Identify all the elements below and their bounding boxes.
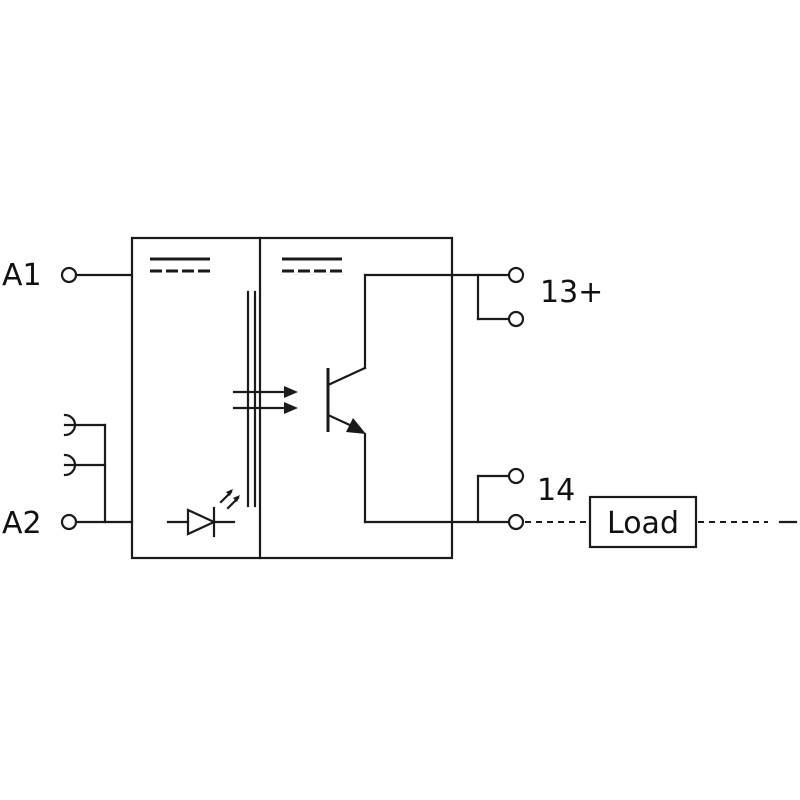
terminal-13-lower (507, 310, 525, 328)
phototransistor-symbol (326, 273, 367, 524)
a2-bridge-hooks (63, 413, 107, 524)
load-box (588, 495, 698, 549)
light-transfer-arrows (232, 386, 298, 414)
module-enclosure (130, 236, 454, 560)
terminal-13-bridge (476, 273, 511, 321)
terminal-label-14: 14 (537, 473, 575, 508)
terminal-label-a2: A2 (2, 506, 42, 541)
dc-symbol-input (150, 257, 210, 273)
optocoupler-barrier (246, 290, 257, 508)
terminal-label-a1: A1 (2, 258, 42, 293)
load-label: Load (607, 506, 679, 541)
led-symbol (166, 489, 240, 538)
terminal-14-upper (507, 467, 525, 485)
terminal-13-upper (507, 266, 525, 284)
terminal-14-bridge (476, 474, 511, 524)
terminal-14-lower (507, 513, 525, 531)
dc-symbol-output (282, 257, 342, 273)
terminal-a1 (60, 266, 78, 284)
terminal-label-13: 13+ (540, 275, 603, 310)
terminal-a2 (60, 513, 78, 531)
